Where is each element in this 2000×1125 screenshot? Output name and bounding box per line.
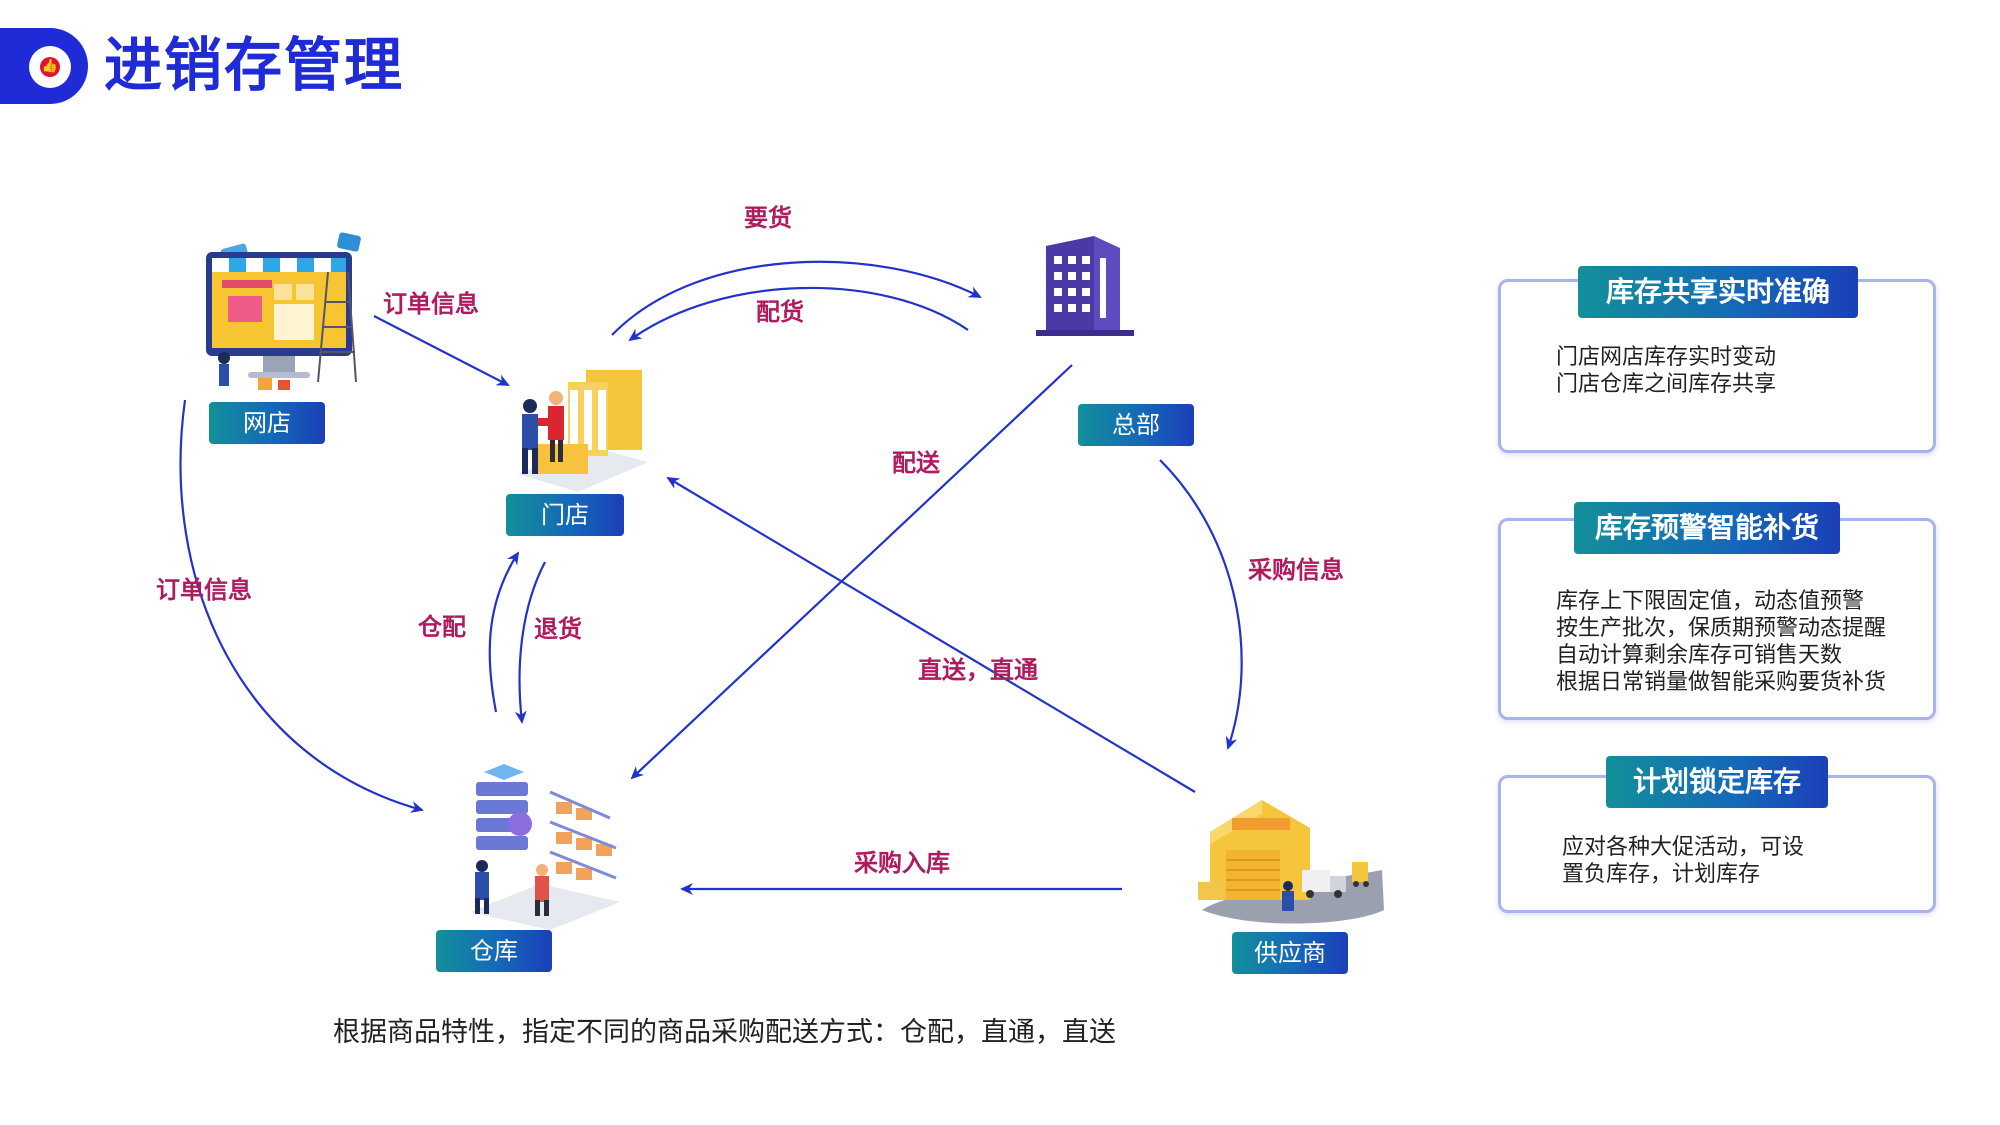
edge-label-purchase-info: 采购信息 (1248, 556, 1344, 584)
warehouse-icon (470, 764, 620, 930)
feature-card-inventory-alert-body: 库存上下限固定值，动态值预警 按生产批次，保质期预警动态提醒 自动计算剩余库存可… (1556, 588, 1886, 696)
headquarters-building-icon (1036, 236, 1134, 336)
node-supplier: 供应商 (1232, 932, 1348, 974)
thumbs-up-icon: 👍 (40, 57, 60, 77)
arrow-order-info-left (179, 399, 424, 813)
feature-card-planned-lock-title: 计划锁定库存 (1606, 756, 1828, 808)
feature-card-inventory-sharing-title: 库存共享实时准确 (1578, 266, 1858, 318)
card-line: 库存上下限固定值，动态值预警 (1556, 589, 1865, 614)
arrow-order-info-top (373, 315, 510, 386)
card-line: 门店网店库存实时变动 (1556, 345, 1777, 370)
card-line: 根据日常销量做智能采购要货补货 (1556, 670, 1887, 695)
card-line: 自动计算剩余库存可销售天数 (1556, 643, 1843, 668)
arrow-request-goods (611, 260, 982, 336)
arrow-direct-delivery (666, 476, 1196, 793)
arrow-returns (514, 561, 546, 724)
arrow-purchase-info (1159, 459, 1243, 750)
node-store: 门店 (506, 494, 624, 536)
card-line: 按生产批次，保质期预警动态提醒 (1556, 616, 1887, 641)
online-store-icon (206, 232, 361, 390)
arrow-distribute-goods (628, 286, 969, 342)
node-online-store: 网店 (209, 402, 325, 444)
node-headquarters: 总部 (1078, 404, 1194, 446)
card-line: 应对各种大促活动，可设 (1562, 835, 1805, 860)
node-warehouse: 仓库 (436, 930, 552, 972)
arrow-delivery (630, 364, 1073, 780)
card-line: 门店仓库之间库存共享 (1556, 372, 1777, 397)
feature-card-inventory-alert-title: 库存预警智能补货 (1574, 502, 1840, 554)
diagram-caption: 根据商品特性，指定不同的商品采购配送方式：仓配，直通，直送 (333, 1017, 1116, 1048)
edge-label-warehouse-distribution: 仓配 (418, 613, 466, 641)
edge-label-distribute-goods: 配货 (756, 298, 804, 326)
supplier-warehouse-icon (1198, 800, 1384, 924)
feature-card-planned-lock-body: 应对各种大促活动，可设 置负库存，计划库存 (1562, 834, 1804, 888)
edge-label-direct-delivery: 直送，直通 (918, 656, 1038, 684)
store-icon (518, 370, 648, 492)
edge-label-request-goods: 要货 (744, 204, 792, 232)
edge-label-delivery: 配送 (892, 449, 940, 477)
page-title: 进销存管理 (104, 31, 405, 99)
arrow-warehouse-distribution (488, 551, 520, 713)
edge-label-returns: 退货 (534, 615, 582, 643)
edge-label-order-info-top: 订单信息 (383, 290, 479, 318)
feature-card-inventory-sharing-body: 门店网店库存实时变动 门店仓库之间库存共享 (1556, 344, 1776, 398)
card-line: 置负库存，计划库存 (1562, 862, 1761, 887)
edge-label-purchase-inbound: 采购入库 (854, 849, 950, 877)
edge-label-order-info-left: 订单信息 (156, 576, 252, 604)
